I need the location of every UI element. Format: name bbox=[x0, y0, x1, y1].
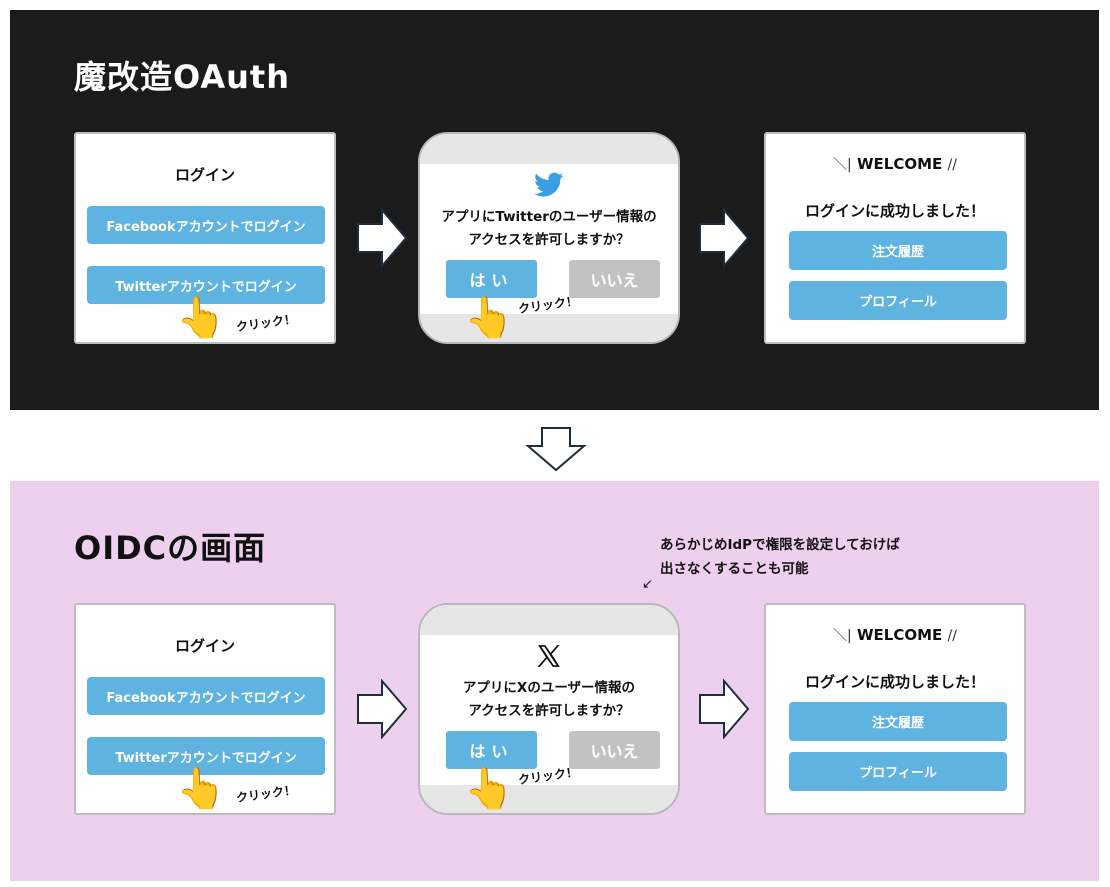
pointing-hand-icon: 👆 bbox=[176, 766, 226, 812]
sparkle-right-icon: // bbox=[947, 628, 957, 644]
question-line-1: アプリにTwitterのユーザー情報の bbox=[441, 209, 657, 225]
section-title: OIDCの画面 bbox=[74, 529, 267, 567]
question-line-2: アクセスを許可しますか？ bbox=[468, 232, 630, 248]
profile-button[interactable]: プロフィール bbox=[789, 752, 1007, 791]
right-arrow-icon bbox=[357, 208, 408, 268]
down-arrow-icon bbox=[526, 427, 586, 472]
note-pointer-icon: ↙ bbox=[642, 577, 653, 592]
question-line-1: アプリにXのユーザー情報の bbox=[462, 680, 636, 696]
welcome-card: ＼| WELCOME // ログインに成功しました！ 注文履歴 プロフィール bbox=[764, 132, 1026, 344]
facebook-login-button[interactable]: Facebookアカウントでログイン bbox=[87, 677, 325, 715]
dialog-footer-band bbox=[420, 314, 678, 342]
sparkle-left-icon: ＼| bbox=[833, 628, 852, 644]
dialog-footer-band bbox=[420, 785, 678, 813]
welcome-header: ＼| WELCOME // bbox=[766, 154, 1024, 174]
x-logo-icon bbox=[420, 643, 678, 671]
login-success-message: ログインに成功しました！ bbox=[804, 202, 985, 220]
pointing-hand-icon: 👆 bbox=[176, 295, 226, 341]
welcome-header: ＼| WELCOME // bbox=[766, 625, 1024, 645]
section-title: 魔改造OAuth bbox=[74, 58, 290, 96]
right-arrow-icon bbox=[357, 679, 408, 739]
consent-dialog: アプリにXのユーザー情報の アクセスを許可しますか？ はい いいえ 👆 クリック… bbox=[418, 603, 680, 815]
sparkle-right-icon: // bbox=[947, 157, 957, 173]
login-title: ログイン bbox=[174, 166, 235, 184]
login-card: ログイン Facebookアカウントでログイン Twitterアカウントでログイ… bbox=[74, 603, 336, 815]
twitter-login-button[interactable]: Twitterアカウントでログイン bbox=[87, 266, 325, 304]
sparkle-left-icon: ＼| bbox=[833, 157, 852, 173]
right-arrow-icon bbox=[699, 679, 750, 739]
consent-question: アプリにTwitterのユーザー情報の アクセスを許可しますか？ bbox=[420, 206, 678, 252]
login-title: ログイン bbox=[174, 637, 235, 655]
oauth-section: 魔改造OAuth ログイン Facebookアカウントでログイン Twitter… bbox=[10, 10, 1099, 410]
login-card: ログイン Facebookアカウントでログイン Twitterアカウントでログイ… bbox=[74, 132, 336, 344]
pointing-hand-icon: 👆 bbox=[464, 766, 514, 812]
note-line-1: あらかじめIdPで権限を設定しておけば bbox=[660, 537, 900, 553]
login-success-message: ログインに成功しました！ bbox=[804, 673, 985, 691]
twitter-login-button[interactable]: Twitterアカウントでログイン bbox=[87, 737, 325, 775]
no-button[interactable]: いいえ bbox=[569, 260, 660, 298]
dialog-header-band bbox=[420, 134, 678, 164]
no-button[interactable]: いいえ bbox=[569, 731, 660, 769]
profile-button[interactable]: プロフィール bbox=[789, 281, 1007, 320]
click-label: クリック！ bbox=[235, 782, 297, 806]
twitter-bird-icon bbox=[420, 172, 678, 200]
welcome-text: WELCOME bbox=[856, 155, 943, 173]
consent-question: アプリにXのユーザー情報の アクセスを許可しますか？ bbox=[420, 677, 678, 723]
pointing-hand-icon: 👆 bbox=[464, 295, 514, 341]
dialog-header-band bbox=[420, 605, 678, 635]
yes-button[interactable]: はい bbox=[446, 260, 537, 298]
click-label: クリック！ bbox=[235, 311, 297, 335]
question-line-2: アクセスを許可しますか？ bbox=[468, 703, 630, 719]
welcome-card: ＼| WELCOME // ログインに成功しました！ 注文履歴 プロフィール bbox=[764, 603, 1026, 815]
right-arrow-icon bbox=[699, 208, 750, 268]
yes-button[interactable]: はい bbox=[446, 731, 537, 769]
note-line-2: 出さなくすることも可能 bbox=[660, 561, 809, 577]
consent-dialog: アプリにTwitterのユーザー情報の アクセスを許可しますか？ はい いいえ … bbox=[418, 132, 680, 344]
welcome-text: WELCOME bbox=[856, 626, 943, 644]
annotation-note: あらかじめIdPで権限を設定しておけば 出さなくすることも可能 bbox=[660, 533, 900, 581]
order-history-button[interactable]: 注文履歴 bbox=[789, 231, 1007, 270]
oidc-section: OIDCの画面 あらかじめIdPで権限を設定しておけば 出さなくすることも可能 … bbox=[10, 481, 1099, 881]
order-history-button[interactable]: 注文履歴 bbox=[789, 702, 1007, 741]
facebook-login-button[interactable]: Facebookアカウントでログイン bbox=[87, 206, 325, 244]
